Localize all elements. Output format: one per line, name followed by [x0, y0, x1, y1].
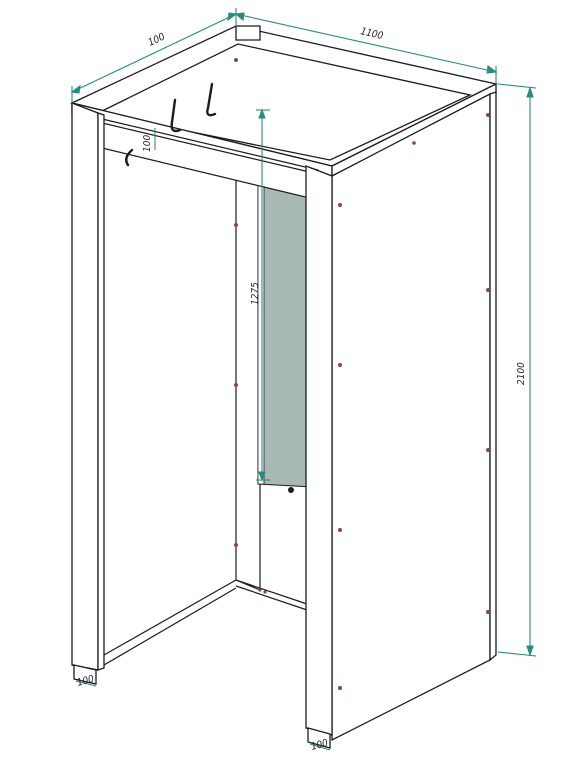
dim-foot-right: 100: [310, 738, 330, 753]
dim-height: 2100: [516, 362, 527, 385]
left-bottom-rail: [103, 579, 237, 666]
coat-hooks: [125, 82, 217, 167]
dim-rail-height: 100: [142, 135, 153, 152]
dim-mirror-height: 1275: [250, 282, 261, 305]
right-post: [305, 165, 333, 749]
dim-foot-left: 100: [76, 674, 96, 689]
dim-top-width: 1100: [359, 26, 384, 42]
right-side-panel: [331, 91, 497, 742]
left-post: [71, 102, 105, 685]
cam-locks: [234, 58, 490, 690]
dim-top-depth: 100: [147, 31, 167, 48]
dimension-lines: [70, 8, 537, 751]
top-frame: [70, 25, 498, 178]
